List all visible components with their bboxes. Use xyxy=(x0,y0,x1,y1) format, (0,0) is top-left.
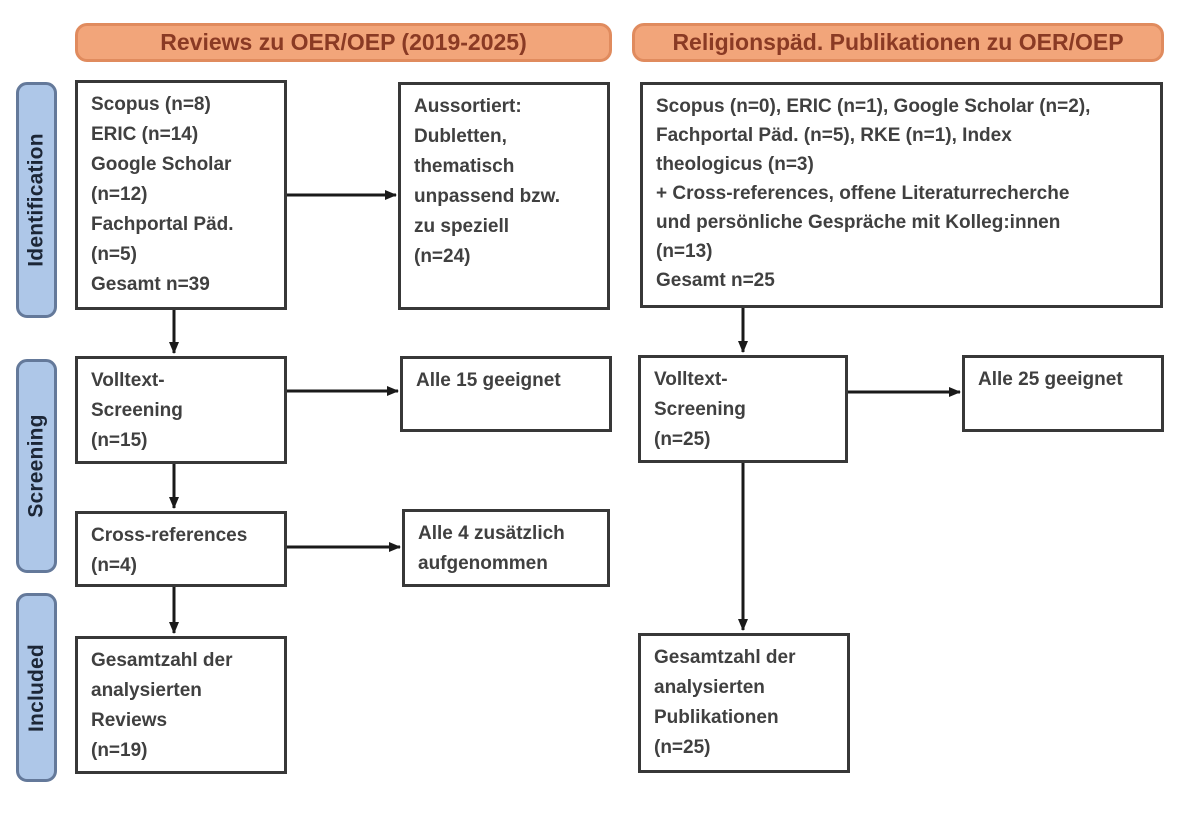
stage-label-included-text: Included xyxy=(24,643,48,732)
stage-label-screening-text: Screening xyxy=(24,414,48,518)
column-header-reviews: Reviews zu OER/OEP (2019-2025) xyxy=(75,23,612,62)
stage-label-identification: Identification xyxy=(16,82,57,318)
box-left-excluded: Aussortiert: Dubletten, thematisch unpas… xyxy=(398,82,610,310)
box-right-fulltext-result: Alle 25 geeignet xyxy=(962,355,1164,432)
box-left-fulltext-screening: Volltext- Screening (n=15) xyxy=(75,356,287,464)
box-left-crossref-result: Alle 4 zusätzlich aufgenommen xyxy=(402,509,610,587)
box-left-crossref: Cross-references (n=4) xyxy=(75,511,287,587)
box-right-included: Gesamtzahl der analysierten Publikatione… xyxy=(638,633,850,773)
box-right-sources: Scopus (n=0), ERIC (n=1), Google Scholar… xyxy=(640,82,1163,308)
stage-label-screening: Screening xyxy=(16,359,57,573)
column-header-religionspaed-label: Religionspäd. Publikationen zu OER/OEP xyxy=(672,29,1124,55)
stage-label-included: Included xyxy=(16,593,57,782)
box-left-fulltext-result: Alle 15 geeignet xyxy=(400,356,612,432)
column-header-reviews-label: Reviews zu OER/OEP (2019-2025) xyxy=(160,29,527,55)
box-left-included: Gesamtzahl der analysierten Reviews (n=1… xyxy=(75,636,287,774)
box-right-fulltext-screening: Volltext- Screening (n=25) xyxy=(638,355,848,463)
stage-label-identification-text: Identification xyxy=(24,133,48,267)
box-left-sources: Scopus (n=8) ERIC (n=14) Google Scholar … xyxy=(75,80,287,310)
column-header-religionspaed: Religionspäd. Publikationen zu OER/OEP xyxy=(632,23,1164,62)
